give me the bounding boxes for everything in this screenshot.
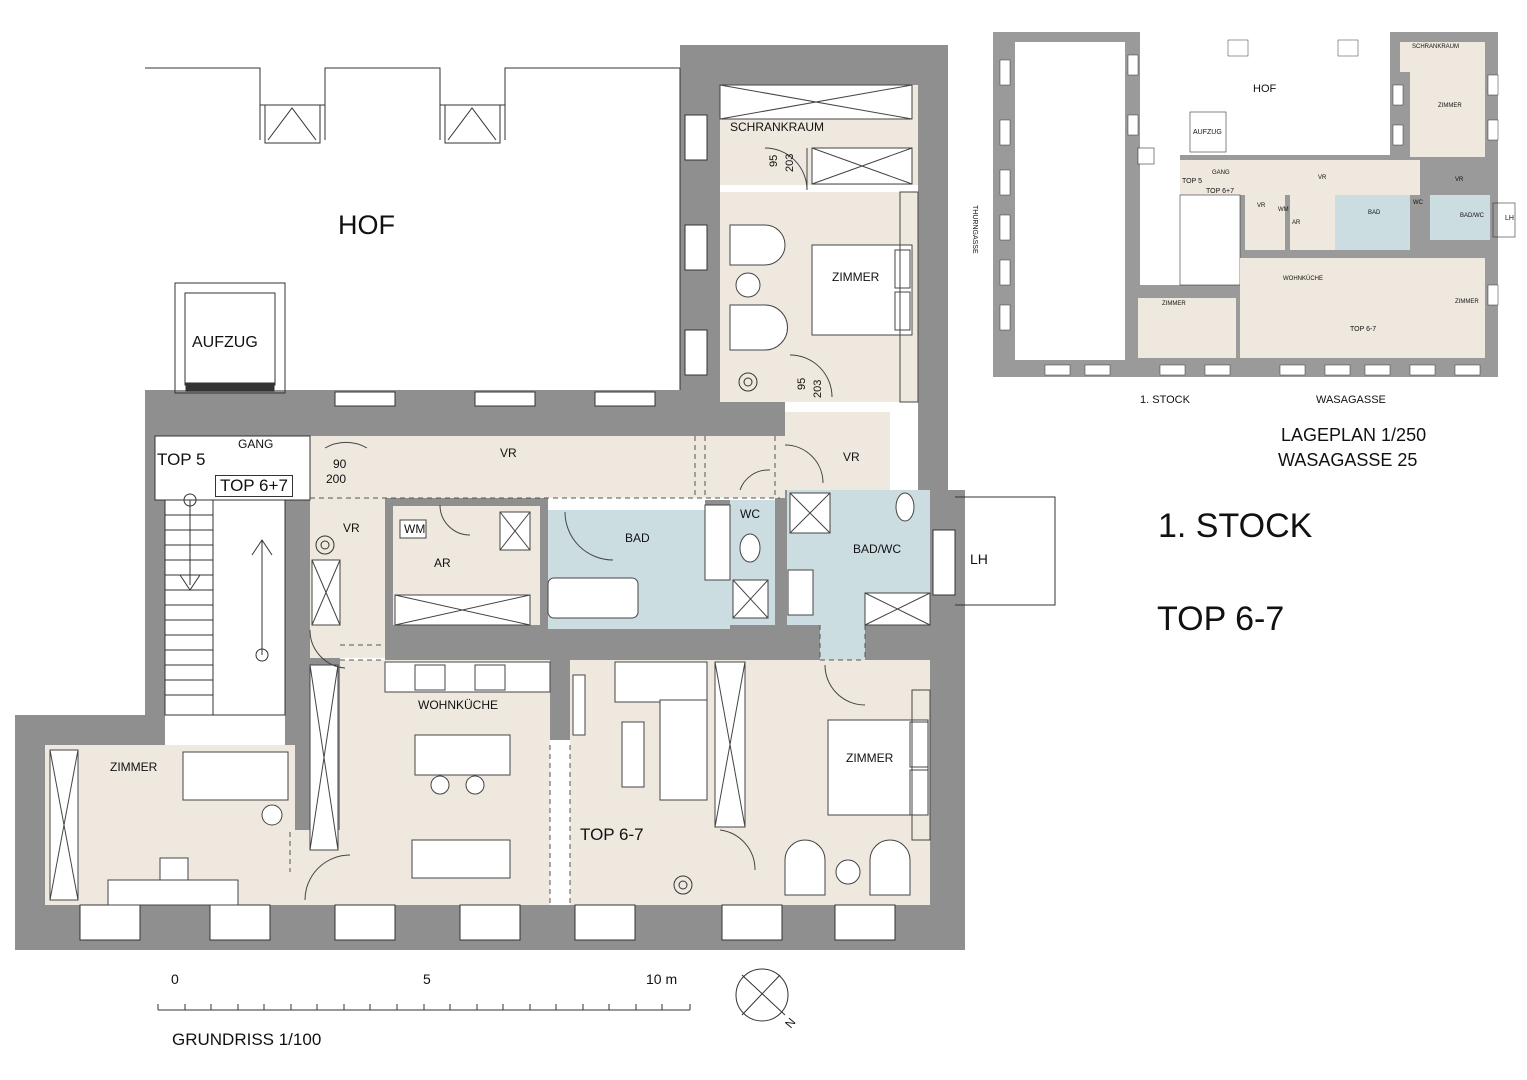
site-label-top5: TOP 5 [1182, 178, 1202, 185]
room-label-zimmer-right: ZIMMER [846, 751, 894, 765]
site-label-vr-c: VR [1257, 203, 1266, 209]
courtyard-label: HOF [338, 210, 395, 240]
room-label-ar: AR [434, 556, 451, 570]
room-label-wohnkueche: WOHNKÜCHE [418, 698, 498, 712]
site-label-wc: WC [1413, 200, 1423, 206]
room-label-zimmer-left: ZIMMER [110, 760, 158, 774]
site-label-wasagasse: WASAGASSE [1316, 394, 1386, 406]
courtyard-outline [145, 67, 1056, 606]
furniture [49, 84, 931, 906]
dashed-lines [289, 436, 866, 905]
door-width-95-top: 95 [768, 154, 780, 167]
site-label-aufzug: AUFZUG [1193, 129, 1222, 136]
site-label-schrankraum: SCHRANKRAUM [1412, 44, 1460, 50]
door-swings [304, 147, 866, 901]
scale-tick-10: 10 m [646, 971, 678, 987]
elevator-label: AUFZUG [192, 334, 258, 351]
site-label-hof: HOF [1253, 83, 1277, 95]
room-label-vr-left: VR [343, 521, 360, 535]
door-height-200: 200 [326, 472, 347, 486]
site-caption-scale: LAGEPLAN 1/250 [1281, 425, 1427, 445]
site-label-wohnkueche: WOHNKÜCHE [1283, 276, 1323, 282]
floor-heading: 1. STOCK [1158, 507, 1313, 545]
north-arrow-icon [735, 968, 789, 1022]
site-plan-drawing [993, 30, 1516, 377]
unit-label-center: TOP 6-7 [580, 825, 644, 844]
plant-icons [315, 372, 758, 895]
room-label-schrankraum: SCHRANKRAUM [730, 120, 825, 134]
windows [79, 114, 956, 941]
room-label-vr-right: VR [843, 450, 860, 464]
scale-tick-0: 0 [171, 971, 179, 987]
site-label-vr-a: VR [1318, 175, 1327, 181]
site-label-lh: LH [1505, 215, 1514, 222]
scale-tick-5: 5 [423, 971, 431, 987]
site-label-zimmer-right: ZIMMER [1455, 299, 1479, 305]
door-height-203-bottom: 203 [812, 379, 824, 398]
door-width-90: 90 [333, 457, 347, 471]
site-label-zimmer-top: ZIMMER [1438, 103, 1462, 109]
room-label-bad: BAD [625, 531, 650, 545]
room-label-vr-main: VR [500, 446, 517, 460]
room-label-zimmer-top: ZIMMER [832, 270, 880, 284]
main-walls [15, 45, 965, 950]
site-label-thurngasse: THURNGASSE [971, 205, 978, 254]
top67-plus-label: TOP 6+7 [215, 475, 293, 497]
scale-bar [157, 1004, 691, 1011]
site-label-bad: BAD [1368, 210, 1381, 216]
room-label-wc: WC [740, 507, 760, 521]
room-label-bad-wc: BAD/WC [853, 542, 901, 556]
scale-caption: GRUNDRISS 1/100 [172, 1030, 322, 1049]
site-label-wm: WM [1278, 207, 1289, 213]
gang-label: GANG [238, 437, 274, 451]
door-height-203-top: 203 [784, 153, 796, 172]
room-label-lh: LH [970, 551, 988, 567]
site-label-zimmer-left: ZIMMER [1162, 301, 1186, 307]
site-label-stock: 1. STOCK [1140, 394, 1190, 406]
top5-label: TOP 5 [157, 450, 206, 469]
site-label-ar: AR [1292, 220, 1301, 226]
site-label-vr-b: VR [1455, 177, 1464, 183]
site-label-top: TOP 6-7 [1350, 326, 1377, 333]
unit-heading: TOP 6-7 [1157, 600, 1285, 638]
site-caption-address: WASAGASSE 25 [1278, 450, 1418, 470]
site-label-top67-plus: TOP 6+7 [1206, 188, 1234, 195]
site-label-bad-wc: BAD/WC [1460, 213, 1484, 219]
site-label-gang: GANG [1212, 170, 1230, 176]
door-width-95-bottom: 95 [796, 377, 808, 390]
washer-label: WM [404, 522, 426, 536]
